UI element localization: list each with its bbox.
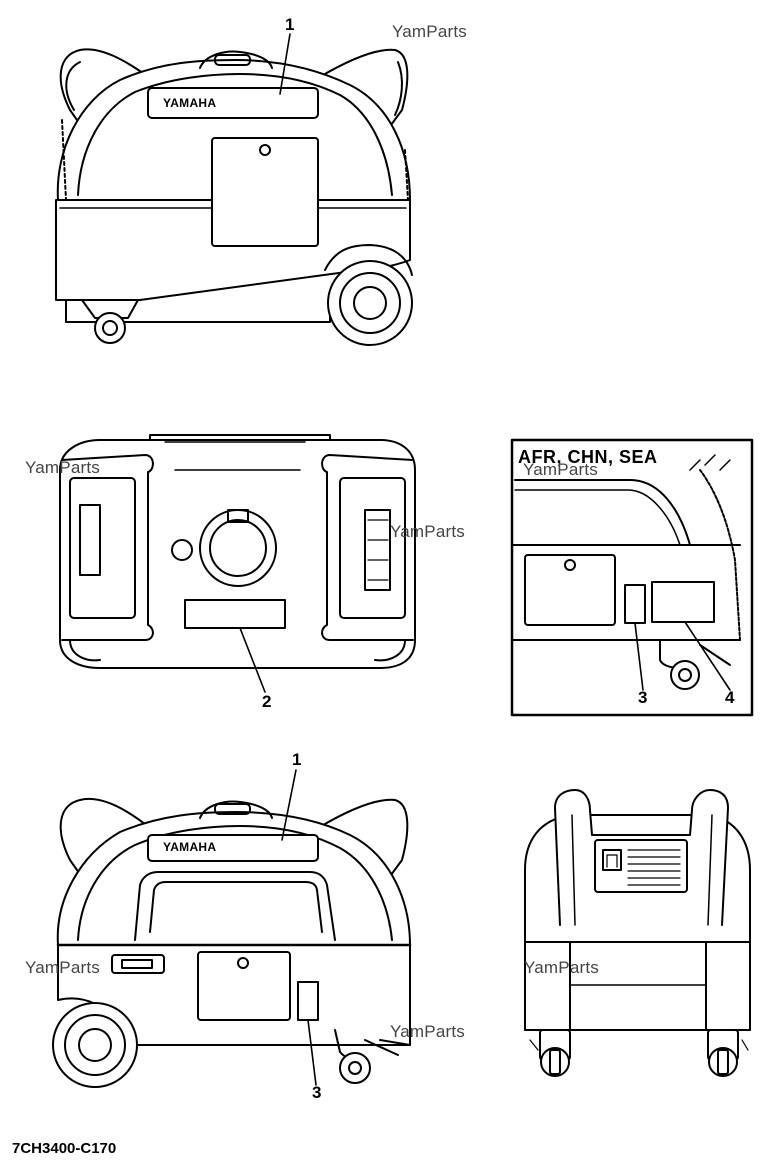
front-access-cover xyxy=(211,137,319,247)
front-view xyxy=(55,33,413,346)
rear-vent-panel xyxy=(594,839,688,893)
top-view xyxy=(59,434,416,693)
callout-3-side: 3 xyxy=(312,1083,322,1102)
side-view xyxy=(52,769,412,1088)
watermark: YamParts xyxy=(25,958,100,977)
rear-view xyxy=(524,789,751,1077)
side-caster-wheel xyxy=(339,1052,371,1084)
top-left-handle xyxy=(61,454,154,641)
watermark: YamParts xyxy=(390,1022,465,1041)
watermark: YamParts xyxy=(390,522,465,541)
inset-frame xyxy=(510,438,754,717)
side-access-cover xyxy=(197,951,291,1021)
inset-view xyxy=(510,438,754,717)
front-lower-body xyxy=(55,199,411,301)
watermark: YamParts xyxy=(524,958,599,977)
watermark: YamParts xyxy=(392,22,467,41)
inset-caster-wheel xyxy=(670,660,700,690)
front-upper-body xyxy=(56,59,411,201)
watermark: YamParts xyxy=(25,458,100,477)
callout-2-top: 2 xyxy=(262,692,272,711)
callout-1-front: 1 xyxy=(285,15,295,34)
front-caster-wheel xyxy=(94,312,126,344)
side-label-3 xyxy=(297,981,319,1021)
rear-right-caster xyxy=(708,1047,738,1077)
top-label-area xyxy=(184,599,286,629)
side-brand-logo: YAMAHA xyxy=(163,840,217,854)
inset-label-4 xyxy=(651,581,715,623)
callout-3-inset: 3 xyxy=(638,688,648,707)
figure-code: 7CH3400-C170 xyxy=(12,1140,117,1157)
callout-1-side: 1 xyxy=(292,750,302,769)
callout-4-inset: 4 xyxy=(725,688,735,707)
rear-left-caster xyxy=(540,1047,570,1077)
watermark: YamParts xyxy=(523,460,598,479)
inset-access-cover xyxy=(524,554,616,626)
front-brand-logo: YAMAHA xyxy=(163,96,217,110)
top-right-handle xyxy=(321,454,414,641)
inset-region-title: AFR, CHN, SEA xyxy=(518,447,658,467)
